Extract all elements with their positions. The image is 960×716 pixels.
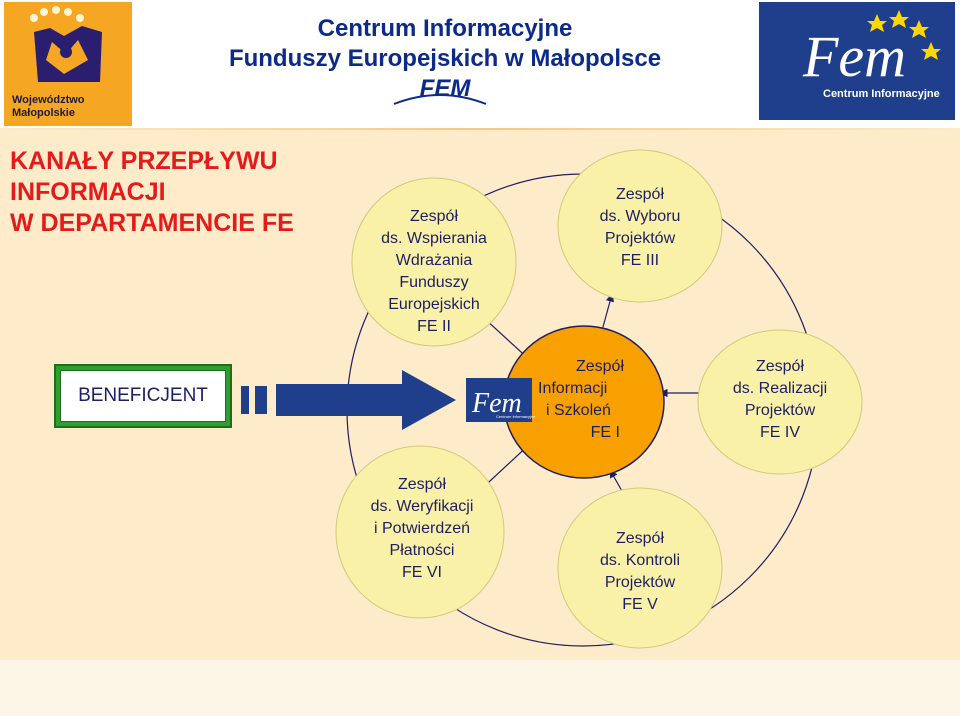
node-fe6-line-2: ds. Weryfikacji [370, 498, 474, 515]
node-fe2-line-1: Zespół [409, 208, 459, 225]
side-title-line-1: KANAŁY PRZEPŁYWU [10, 147, 278, 175]
fem-logo-wordmark: Fem [802, 24, 906, 89]
eu-stars-icon: Fem [802, 10, 941, 89]
center-fem-caption: Centrum Informacyjne [496, 414, 536, 419]
node-fe5-text: Zespół ds. Kontroli Projektów FE V [560, 528, 720, 616]
header-title: Centrum Informacyjne Funduszy Europejski… [140, 14, 750, 104]
node-fe4-line-3: Projektów [744, 402, 816, 419]
node-fe4-line-2: ds. Realizacji [732, 380, 828, 397]
node-fe2-line-3: Wdrażania [395, 252, 473, 269]
node-fe3-line-1: Zespół [615, 186, 665, 203]
side-title: KANAŁY PRZEPŁYWU INFORMACJI W DEPARTAMEN… [10, 146, 340, 239]
node-fe1-text: Zespół Informacji i Szkoleń FE I [530, 356, 650, 444]
header: Województwo Małopolskie Centrum Informac… [0, 0, 960, 130]
footer-band [0, 660, 960, 716]
malopolska-logo: Województwo Małopolskie [4, 2, 132, 126]
arrow-dash-2 [255, 386, 267, 414]
node-fe2 [351, 177, 517, 347]
header-divider [0, 128, 960, 130]
node-fe5-line-4: FE V [622, 596, 658, 613]
node-fe3-line-4: FE III [620, 252, 660, 269]
beneficiary-label: BENEFICJENT [60, 370, 226, 422]
node-fe2-line-4: Funduszy [399, 274, 469, 291]
fem-swoosh-icon [393, 94, 487, 105]
node-fe4 [697, 329, 863, 475]
fem-logo-caption: Centrum Informacyjne [823, 88, 940, 100]
node-fe3 [557, 149, 723, 303]
node-fe1-line-4: FE I [590, 424, 620, 441]
node-fe4-line-1: Zespół [755, 358, 805, 375]
node-fe2-text: Zespół ds. Wspierania Wdrażania Funduszy… [352, 206, 516, 338]
node-fe1-line-2: Informacji [538, 380, 608, 397]
node-fe4-text: Zespół ds. Realizacji Projektów FE IV [700, 356, 860, 444]
fem-logo: Fem Centrum Informacyjne [759, 2, 955, 120]
node-fe2-line-5: Europejskich [388, 296, 480, 313]
node-fe6-line-3: i Potwierdzeń [373, 520, 471, 537]
node-fe6-line-1: Zespół [397, 476, 447, 493]
node-fe4-line-4: FE IV [759, 424, 800, 441]
side-title-line-2: INFORMACJI [10, 178, 166, 206]
center-fem-wordmark: Fem [471, 388, 522, 419]
flow-arrow-icon [276, 370, 456, 430]
node-fe6-line-5: FE VI [401, 564, 442, 581]
node-fe3-line-2: ds. Wyboru [599, 208, 681, 225]
arrow-dash-1 [241, 386, 249, 414]
malopolska-emblem-icon [30, 6, 102, 82]
node-fe5-line-3: Projektów [604, 574, 676, 591]
malopolska-logo-text: Województwo Małopolskie [12, 94, 85, 119]
center-fem-logo: Fem Centrum Informacyjne [466, 378, 536, 422]
node-fe2-line-6: FE II [417, 318, 451, 335]
node-fe3-line-3: Projektów [604, 230, 676, 247]
node-fe5-line-2: ds. Kontroli [599, 552, 681, 569]
header-title-line-1: Centrum Informacyjne [317, 15, 573, 42]
node-fe2-line-2: ds. Wspierania [381, 230, 487, 247]
node-fe6 [335, 445, 505, 619]
node-fe6-text: Zespół ds. Weryfikacji i Potwierdzeń Pła… [340, 474, 504, 584]
header-title-line-2: Funduszy Europejskich w Małopolsce [228, 45, 662, 72]
node-fe5 [557, 487, 723, 649]
node-fe3-text: Zespół ds. Wyboru Projektów FE III [560, 184, 720, 272]
side-title-line-3: W DEPARTAMENCIE FE [10, 209, 294, 237]
node-fe5-line-1: Zespół [615, 530, 665, 547]
beneficiary-box: BENEFICJENT [54, 364, 232, 428]
node-fe1-line-3: i Szkoleń [546, 402, 611, 419]
node-fe6-line-4: Płatności [389, 542, 455, 559]
node-fe1-line-1: Zespół [575, 358, 625, 375]
